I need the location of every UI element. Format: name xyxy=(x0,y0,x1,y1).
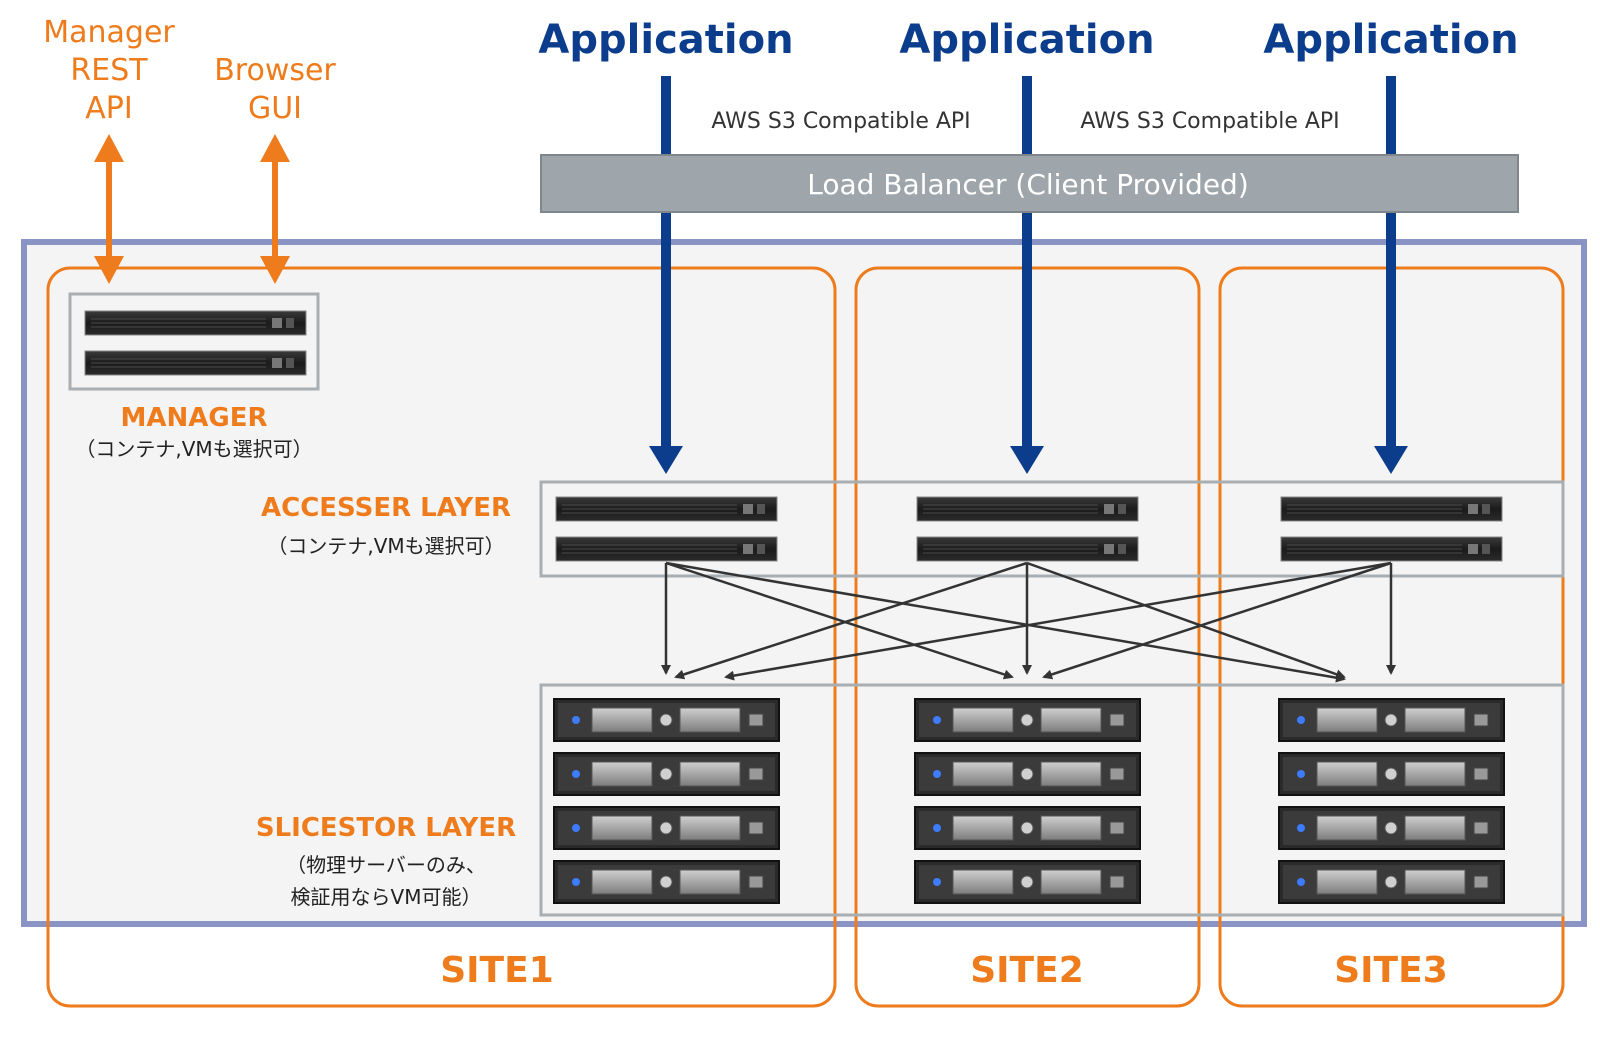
load-balancer-box xyxy=(540,154,1519,213)
slicestor-server-2-4 xyxy=(914,860,1141,904)
api-label-1: AWS S3 Compatible API xyxy=(711,109,970,134)
accesser-layer-subtitle: （コンテナ,VMも選択可） xyxy=(267,534,504,558)
connection-line xyxy=(674,561,1028,680)
app2-arrowhead xyxy=(1010,446,1044,474)
manager-rest-arrow xyxy=(94,134,124,284)
accesser-layer-title: ACCESSER LAYER xyxy=(261,493,511,523)
app3-arrowhead xyxy=(1374,446,1408,474)
accesser-server-1-b xyxy=(555,536,778,562)
app1-arrowhead xyxy=(649,446,683,474)
site1-frame xyxy=(46,266,837,1008)
manager-server-1 xyxy=(84,310,307,336)
accesser-server-2-b xyxy=(916,536,1139,562)
connection-line xyxy=(1042,561,1392,680)
browser-gui-line-2: GUI xyxy=(248,91,302,126)
slicestor-server-1-2 xyxy=(553,752,780,796)
slicestor-server-1-3 xyxy=(553,806,780,850)
slicestor-server-3-1 xyxy=(1278,698,1505,742)
slicestor-layer-title: SLICESTOR LAYER xyxy=(256,813,516,843)
slicestor-server-2-3 xyxy=(914,806,1141,850)
manager-rest-line-3: API xyxy=(85,91,132,126)
site3-label: SITE3 xyxy=(1334,950,1448,991)
manager-subtitle: （コンテナ,VMも選択可） xyxy=(75,437,312,461)
slicestor-server-1-4 xyxy=(553,860,780,904)
connection-line xyxy=(1026,561,1346,679)
manager-frame xyxy=(68,292,320,391)
load-balancer-label: Load Balancer (Client Provided) xyxy=(807,168,1249,201)
application-arrows xyxy=(649,76,1408,474)
application-2-title: Application xyxy=(899,17,1154,63)
api-label-2: AWS S3 Compatible API xyxy=(1080,109,1339,134)
connection-line xyxy=(724,561,1392,681)
slicestor-server-2-2 xyxy=(914,752,1141,796)
application-1-title: Application xyxy=(538,17,793,63)
browser-gui-line-1: Browser xyxy=(214,53,336,88)
accesser-server-3-b xyxy=(1280,536,1503,562)
accesser-server-2-a xyxy=(916,496,1139,522)
connection-line xyxy=(665,561,1014,680)
connection-line xyxy=(665,561,1346,683)
accesser-server-1-a xyxy=(555,496,778,522)
slicestor-server-3-2 xyxy=(1278,752,1505,796)
browser-gui-arrow xyxy=(260,134,290,284)
slicestor-server-2-1 xyxy=(914,698,1141,742)
site1-label: SITE1 xyxy=(440,950,554,991)
slicestor-layer-subtitle-2: 検証用ならVM可能） xyxy=(291,885,482,909)
storage-servers xyxy=(553,698,1505,904)
manager-server-2 xyxy=(84,350,307,376)
rack-servers xyxy=(84,310,1503,562)
accesser-server-3-a xyxy=(1280,496,1503,522)
manager-title: MANAGER xyxy=(121,403,268,433)
site2-label: SITE2 xyxy=(970,950,1084,991)
accesser-slicestor-connections xyxy=(661,561,1396,683)
slicestor-server-1-1 xyxy=(553,698,780,742)
manager-rest-line-2: REST xyxy=(70,53,148,88)
accesser-layer-frame xyxy=(539,480,1565,578)
slicestor-layer-subtitle-1: （物理サーバーのみ、 xyxy=(286,853,486,877)
slicestor-server-3-3 xyxy=(1278,806,1505,850)
slicestor-layer-frame xyxy=(539,683,1565,917)
manager-rest-line-1: Manager xyxy=(43,15,175,50)
slicestor-server-3-4 xyxy=(1278,860,1505,904)
application-3-title: Application xyxy=(1263,17,1518,63)
